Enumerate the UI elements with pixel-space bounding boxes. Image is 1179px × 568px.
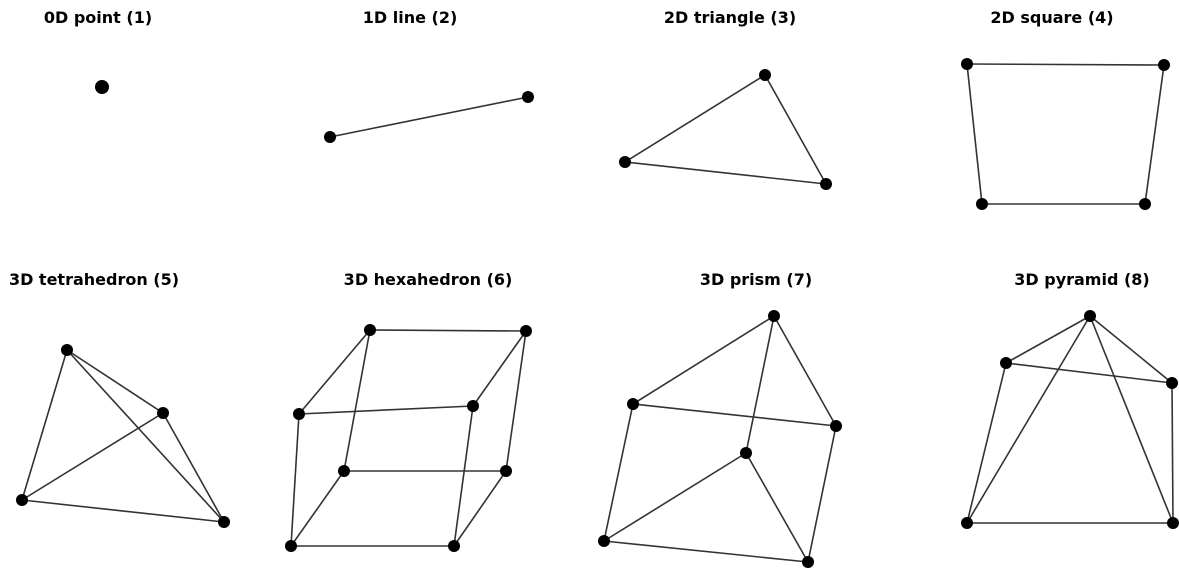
edge [966, 63, 1165, 66]
figure-pyramid [961, 310, 1179, 529]
edge [773, 315, 837, 427]
edge [66, 349, 164, 414]
vertex [1139, 198, 1151, 210]
edge [1005, 315, 1091, 364]
figure-triangle [619, 69, 832, 190]
vertex [768, 310, 780, 322]
vertex [324, 131, 336, 143]
edge [1089, 315, 1173, 384]
vertex [961, 58, 973, 70]
edge [966, 362, 1007, 524]
vertex [627, 398, 639, 410]
edge [603, 403, 634, 542]
vertex [364, 324, 376, 336]
vertex [285, 540, 297, 552]
edge [632, 315, 775, 405]
edge [21, 412, 164, 501]
figure-point [95, 80, 109, 94]
figure-label-pyramid: 3D pyramid (8) [1014, 270, 1150, 289]
figure-label-point: 0D point (1) [43, 8, 153, 27]
edge [966, 315, 1091, 524]
vertex [820, 178, 832, 190]
edge [343, 329, 371, 472]
vertex [759, 69, 771, 81]
vertex [157, 407, 169, 419]
figure-hexahedron [285, 324, 532, 552]
edge [807, 425, 837, 563]
edge [1089, 315, 1174, 524]
vertex [218, 516, 230, 528]
vertex [293, 408, 305, 420]
vertex [467, 400, 479, 412]
vertex [522, 91, 534, 103]
vertex [961, 517, 973, 529]
edge [298, 329, 371, 415]
vertex [1167, 517, 1179, 529]
edge [1005, 362, 1173, 384]
vertex [1158, 59, 1170, 71]
edge [21, 499, 225, 523]
edge [453, 470, 507, 547]
edge [369, 329, 527, 332]
edge [290, 413, 300, 547]
vertex [500, 465, 512, 477]
vertex [520, 325, 532, 337]
edge [764, 74, 827, 185]
figure-label-prism: 3D prism (7) [699, 270, 813, 289]
figure-square [961, 58, 1170, 210]
edge [966, 63, 983, 205]
vertex [1166, 377, 1178, 389]
figure-tetrahedron [16, 344, 230, 528]
edge [290, 470, 345, 547]
vertex [448, 540, 460, 552]
edge [603, 540, 809, 563]
edge [505, 330, 527, 472]
edge [66, 349, 225, 523]
vertex [802, 556, 814, 568]
vertex [598, 535, 610, 547]
edge [472, 330, 527, 407]
edge [632, 403, 837, 427]
figure-label-tetrahedron: 3D tetrahedron (5) [8, 270, 180, 289]
figure-prism [598, 310, 842, 568]
figure-label-triangle: 2D triangle (3) [663, 8, 797, 27]
edge [1171, 382, 1174, 524]
vertex [976, 198, 988, 210]
edge [745, 315, 775, 454]
vertex [740, 447, 752, 459]
edge [329, 96, 529, 138]
vertex [619, 156, 631, 168]
edge [624, 161, 827, 185]
edge [1144, 64, 1165, 205]
vertex [1084, 310, 1096, 322]
edge [745, 452, 809, 563]
vertex [1000, 357, 1012, 369]
edge [162, 412, 225, 523]
vertex [16, 494, 28, 506]
vertex [830, 420, 842, 432]
vertex [95, 80, 109, 94]
edge [624, 74, 766, 163]
edge [453, 405, 474, 547]
figure-label-line: 1D line (2) [362, 8, 458, 27]
edge [603, 452, 747, 542]
edge [21, 349, 68, 501]
edge [298, 405, 474, 415]
vertex [61, 344, 73, 356]
vertex [338, 465, 350, 477]
figure-label-hexahedron: 3D hexahedron (6) [343, 270, 513, 289]
figure-line [324, 91, 534, 143]
figure-label-square: 2D square (4) [990, 8, 1114, 27]
